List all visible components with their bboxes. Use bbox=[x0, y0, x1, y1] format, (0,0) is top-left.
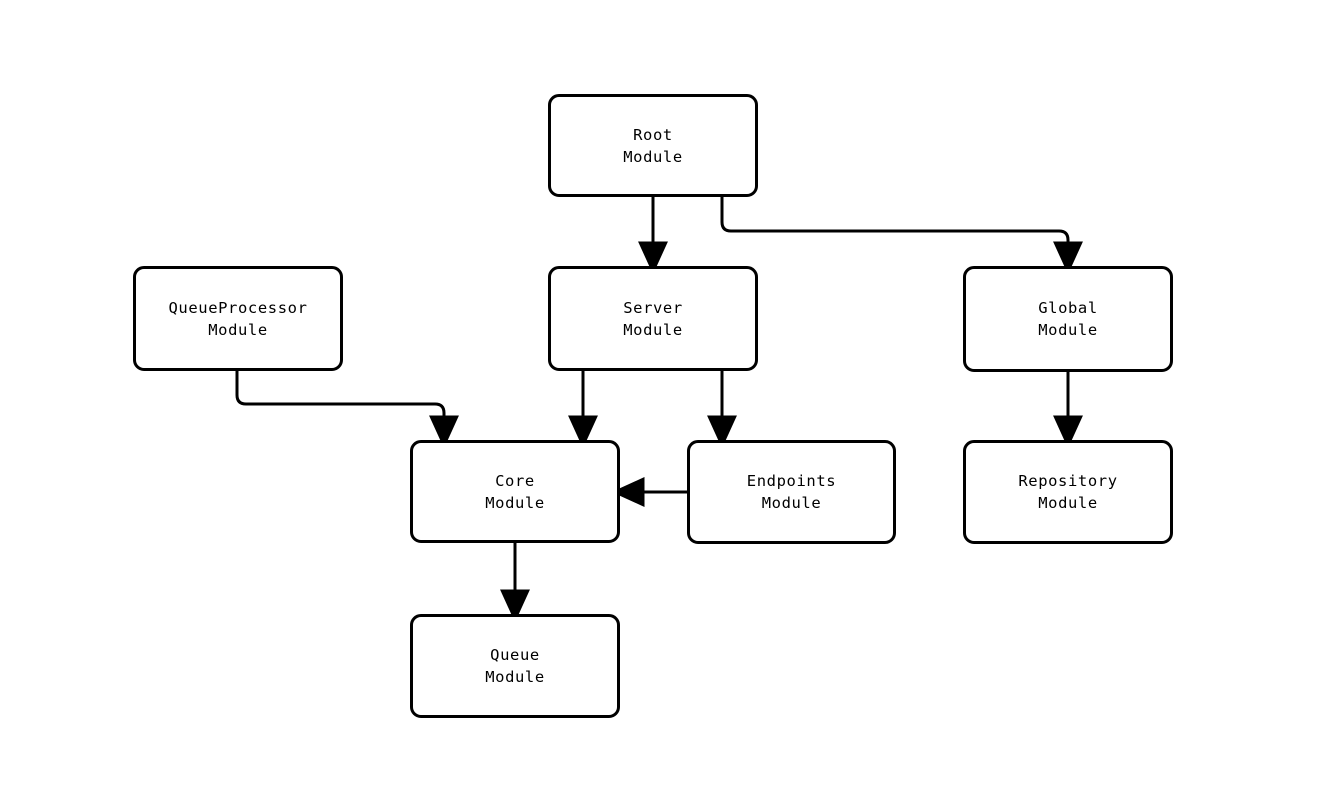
node-queue-name: Queue bbox=[490, 646, 540, 664]
node-core[interactable]: Core Module bbox=[410, 440, 620, 543]
node-root-suffix: Module bbox=[623, 147, 683, 166]
node-global-name: Global bbox=[1038, 299, 1098, 317]
node-repository[interactable]: Repository Module bbox=[963, 440, 1173, 544]
edge-queueprocessor-to-core bbox=[235, 371, 459, 449]
node-queueprocessor-suffix: Module bbox=[208, 320, 268, 339]
node-core-name: Core bbox=[495, 471, 535, 490]
node-core-suffix: Module bbox=[485, 493, 545, 512]
node-repository-name: Repository bbox=[1018, 472, 1118, 490]
node-queue[interactable]: Queue Module bbox=[410, 614, 620, 718]
node-root-name: Root bbox=[633, 125, 673, 144]
node-server[interactable]: Server Module bbox=[548, 266, 758, 371]
node-root[interactable]: Root Module bbox=[548, 94, 758, 197]
node-endpoints[interactable]: Endpoints Module bbox=[687, 440, 896, 544]
node-endpoints-name: Endpoints bbox=[746, 472, 837, 490]
edge-root-to-global bbox=[720, 197, 1083, 275]
node-global[interactable]: Global Module bbox=[963, 266, 1173, 372]
node-queue-suffix: Module bbox=[485, 668, 545, 686]
node-repository-suffix: Module bbox=[1038, 494, 1098, 512]
node-endpoints-suffix: Module bbox=[761, 494, 822, 512]
node-server-suffix: Module bbox=[623, 320, 683, 339]
node-server-name: Server bbox=[623, 298, 683, 317]
node-queueprocessor[interactable]: QueueProcessor Module bbox=[133, 266, 343, 371]
node-queueprocessor-name: QueueProcessor bbox=[168, 298, 308, 317]
node-global-suffix: Module bbox=[1038, 321, 1098, 339]
